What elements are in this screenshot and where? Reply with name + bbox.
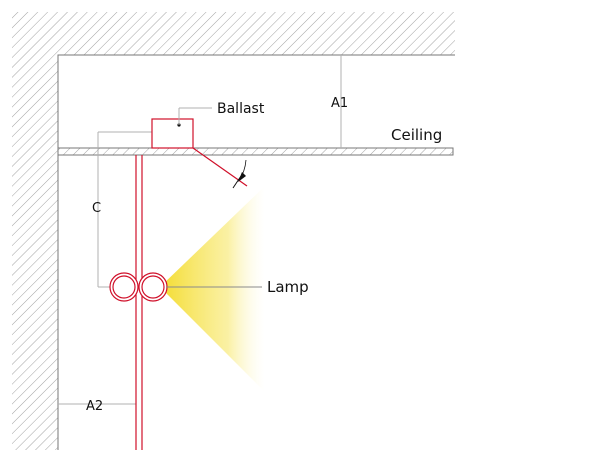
dim-a2-label: A2 bbox=[86, 399, 103, 414]
ballast-label: Ballast bbox=[217, 101, 265, 117]
angle-arrowhead bbox=[238, 172, 246, 182]
ceiling-label: Ceiling bbox=[391, 126, 442, 144]
dim-a1-label: A1 bbox=[331, 96, 348, 111]
lamp-tubes bbox=[109, 272, 168, 302]
ceiling-slab bbox=[57, 147, 454, 156]
ballast-box bbox=[151, 118, 194, 149]
dimension-c bbox=[97, 131, 152, 288]
lamp-label: Lamp bbox=[267, 278, 309, 296]
light-beam bbox=[160, 186, 265, 392]
mounting-rod bbox=[135, 155, 143, 450]
wall-hatch bbox=[12, 12, 455, 450]
wall-outline bbox=[57, 54, 455, 450]
dim-c-label: C bbox=[92, 201, 101, 216]
